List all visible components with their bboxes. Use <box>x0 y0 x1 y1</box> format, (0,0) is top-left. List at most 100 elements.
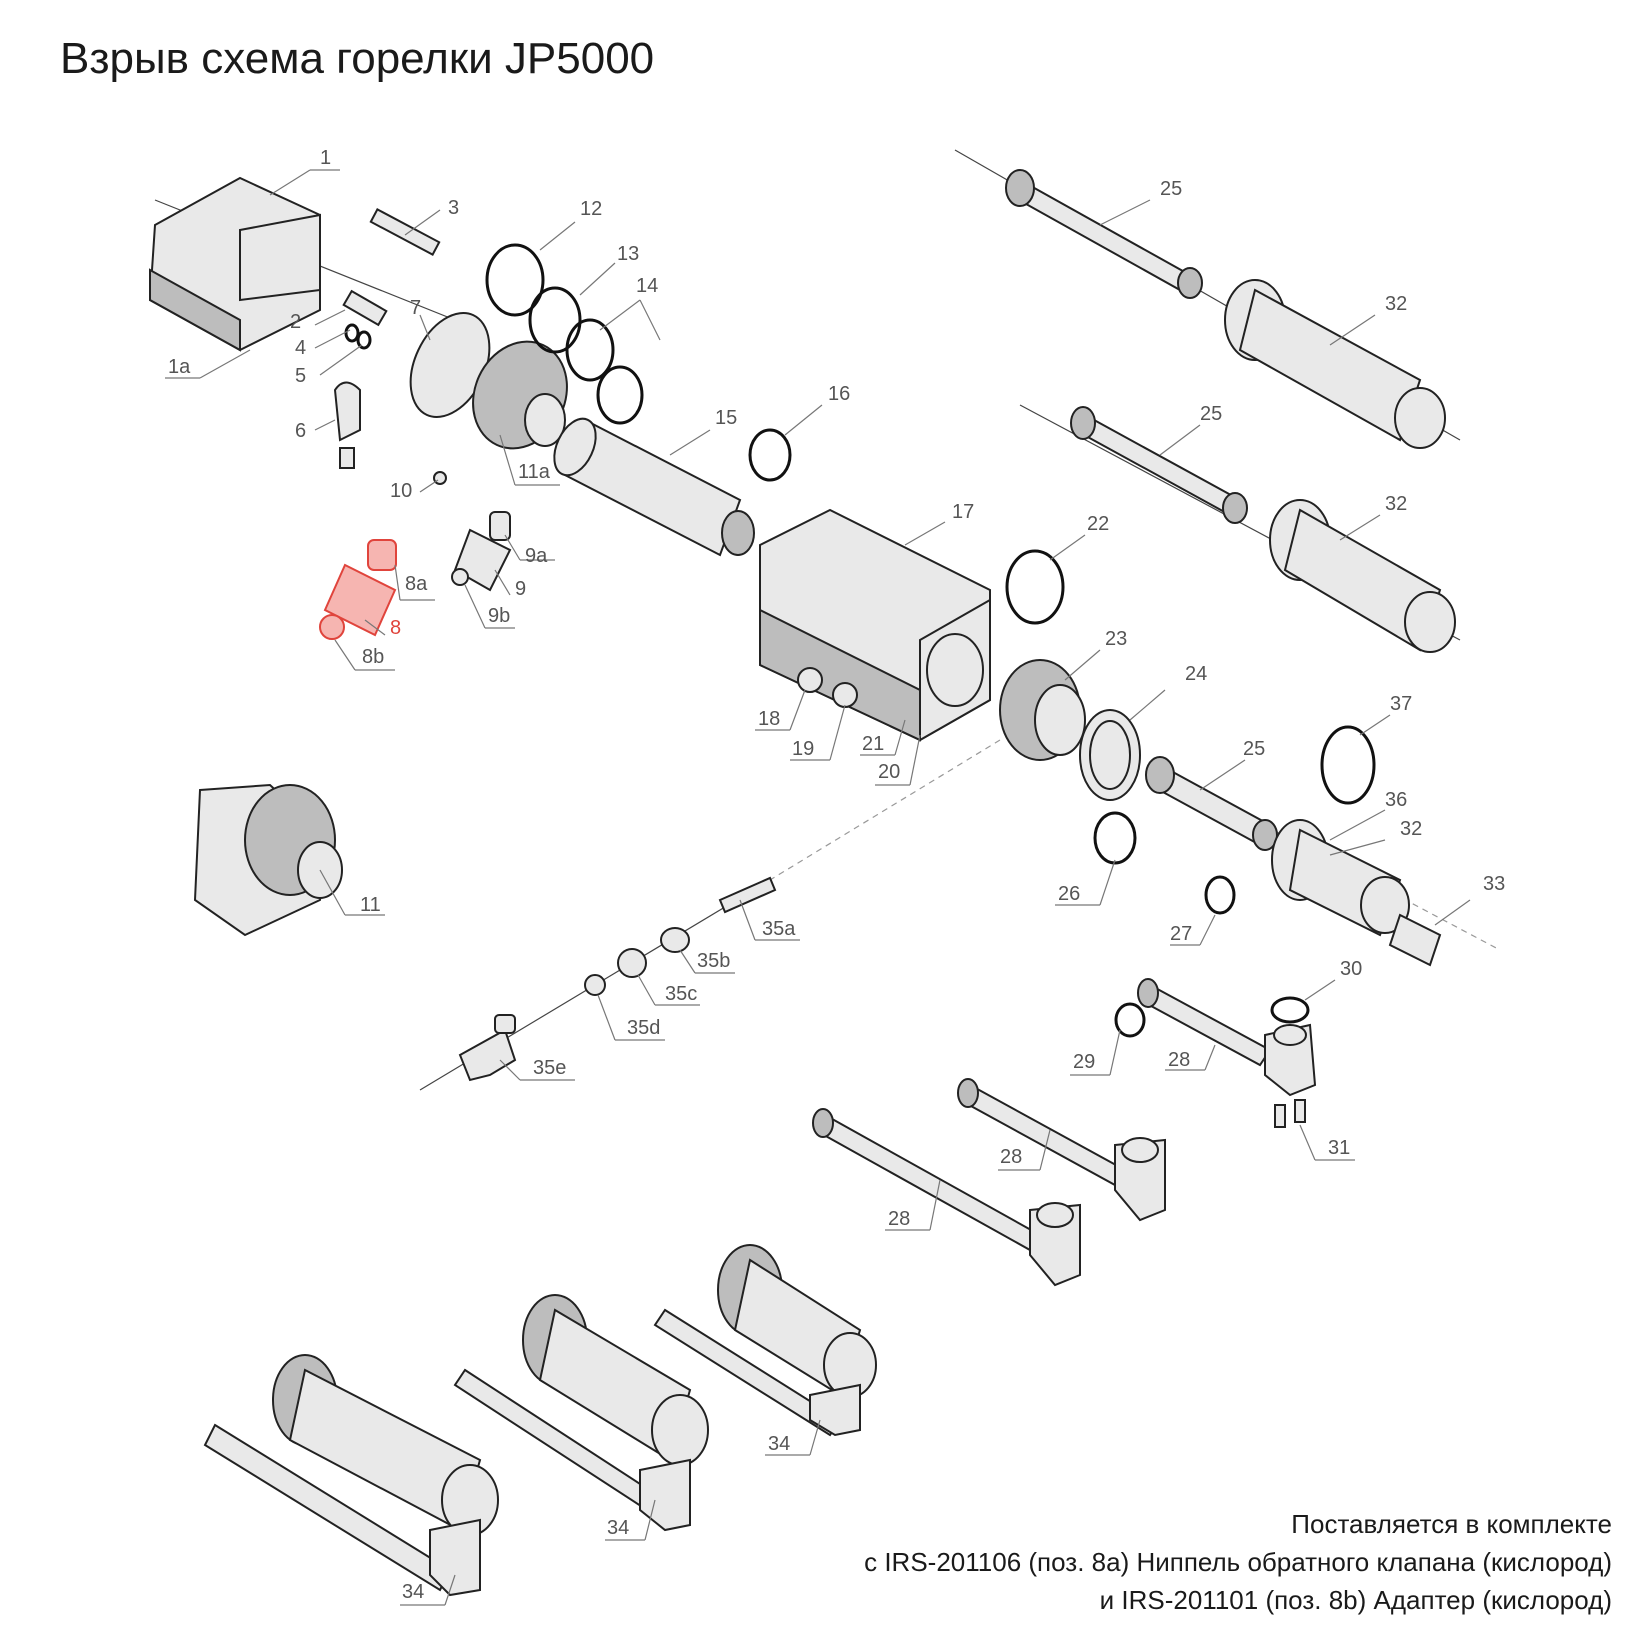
callout-label: 6 <box>295 420 306 442</box>
callout-label: 28 <box>1000 1146 1022 1168</box>
callout-label: 35b <box>697 950 730 972</box>
callout-label: 12 <box>580 198 602 220</box>
tubes-28 <box>812 978 1317 1287</box>
callout-label: 24 <box>1185 663 1207 685</box>
callout-35c: 35c <box>637 974 700 1006</box>
callout-34-b: 34 <box>605 1499 656 1541</box>
callout-label: 17 <box>952 501 974 523</box>
callout-4: 4 <box>295 329 351 359</box>
callout-label: 11 <box>360 894 381 916</box>
assemblies-34 <box>203 1244 877 1597</box>
callout-label: 25 <box>1243 738 1265 760</box>
part-9-valve <box>451 511 512 592</box>
nozzle-assembly-top <box>409 243 644 450</box>
part-17-body <box>759 508 991 742</box>
callout-29: 29 <box>1070 1029 1121 1076</box>
callout-32-low: 32 <box>1329 818 1422 856</box>
callout-19: 19 <box>790 704 846 761</box>
callout-37: 37 <box>1359 693 1412 736</box>
callout-12: 12 <box>539 198 602 251</box>
callout-label: 21 <box>862 733 884 755</box>
callout-28-a: 28 <box>1165 1044 1216 1071</box>
callout-label: 19 <box>792 738 814 760</box>
callout-8b: 8b <box>334 639 395 671</box>
callout-label: 9b <box>488 605 510 627</box>
callout-label: 14 <box>636 275 658 297</box>
callout-label: 20 <box>878 761 900 783</box>
callout-label: 33 <box>1483 873 1505 895</box>
supply-note: Поставляется в комплекте с IRS-201106 (п… <box>864 1505 1612 1619</box>
part-15-cylinder <box>553 417 792 557</box>
callout-5: 5 <box>295 344 363 387</box>
callout-10: 10 <box>390 479 439 502</box>
callout-label: 35a <box>762 918 796 940</box>
callout-20: 20 <box>875 734 921 786</box>
rings-22-24 <box>999 549 1376 915</box>
callout-label: 32 <box>1385 293 1407 315</box>
callout-label: 9 <box>515 578 526 600</box>
tubes-25-32 <box>1005 169 1456 967</box>
callout-3: 3 <box>404 197 459 236</box>
callout-label: 8a <box>405 573 428 595</box>
callout-label: 27 <box>1170 923 1192 945</box>
callout-label: 29 <box>1073 1051 1095 1073</box>
callout-label: 1 <box>320 147 331 169</box>
note-line-1: Поставляется в комплекте <box>1291 1509 1612 1539</box>
callout-18: 18 <box>755 689 806 731</box>
callout-label: 5 <box>295 365 306 387</box>
callout-8a: 8a <box>394 564 435 601</box>
callout-28-b: 28 <box>998 1129 1051 1171</box>
callout-2: 2 <box>290 309 346 333</box>
callout-label: 1a <box>168 356 191 378</box>
callout-label: 26 <box>1058 883 1080 905</box>
callout-25-low: 25 <box>1199 738 1265 791</box>
callout-label: 31 <box>1328 1137 1350 1159</box>
small-fittings <box>333 208 447 485</box>
callout-label: 18 <box>758 708 780 730</box>
callout-label: 4 <box>295 337 306 359</box>
callout-15: 15 <box>669 407 737 456</box>
callout-label: 35d <box>627 1017 660 1039</box>
callout-label: 7 <box>410 297 421 319</box>
callout-label: 34 <box>607 1517 629 1539</box>
callout-11: 11 <box>319 869 385 916</box>
callout-label: 35e <box>533 1057 566 1079</box>
callout-label: 37 <box>1390 693 1412 715</box>
callout-label: 25 <box>1200 403 1222 425</box>
callout-1a: 1a <box>165 349 251 379</box>
callout-label: 28 <box>888 1208 910 1230</box>
callout-label: 25 <box>1160 178 1182 200</box>
callout-9a: 9a <box>504 534 555 567</box>
callout-label: 35c <box>665 983 697 1005</box>
callout-label: 23 <box>1105 628 1127 650</box>
callout-11a: 11a <box>499 434 560 486</box>
callout-35a: 35a <box>739 899 800 941</box>
callout-23: 23 <box>1064 628 1127 681</box>
callout-32-mid: 32 <box>1339 493 1407 541</box>
callout-label: 2 <box>290 311 301 333</box>
callout-label: 28 <box>1168 1049 1190 1071</box>
callout-27: 27 <box>1170 914 1216 946</box>
callout-28-c: 28 <box>885 1179 941 1231</box>
fittings-35 <box>458 876 777 1082</box>
callout-35b: 35b <box>679 949 735 974</box>
callout-label: 22 <box>1087 513 1109 535</box>
callout-label-highlighted: 8 <box>390 617 401 639</box>
callout-label: 16 <box>828 383 850 405</box>
callout-9b: 9b <box>464 584 515 629</box>
callout-34-c: 34 <box>765 1419 821 1456</box>
callout-14: 14 <box>599 275 661 341</box>
callout-label: 36 <box>1385 789 1407 811</box>
callout-label: 34 <box>402 1581 424 1603</box>
callout-30: 30 <box>1304 958 1362 1001</box>
callout-16: 16 <box>784 383 850 436</box>
callout-label: 9a <box>525 545 548 567</box>
part-1-shroud <box>148 176 321 352</box>
callout-35d: 35d <box>597 994 665 1041</box>
callout-label: 32 <box>1385 493 1407 515</box>
page-title: Взрыв схема горелки JP5000 <box>60 34 655 83</box>
callout-label: 3 <box>448 197 459 219</box>
callout-label: 8b <box>362 646 384 668</box>
callout-24: 24 <box>1129 663 1207 721</box>
callout-label: 11a <box>518 461 551 483</box>
